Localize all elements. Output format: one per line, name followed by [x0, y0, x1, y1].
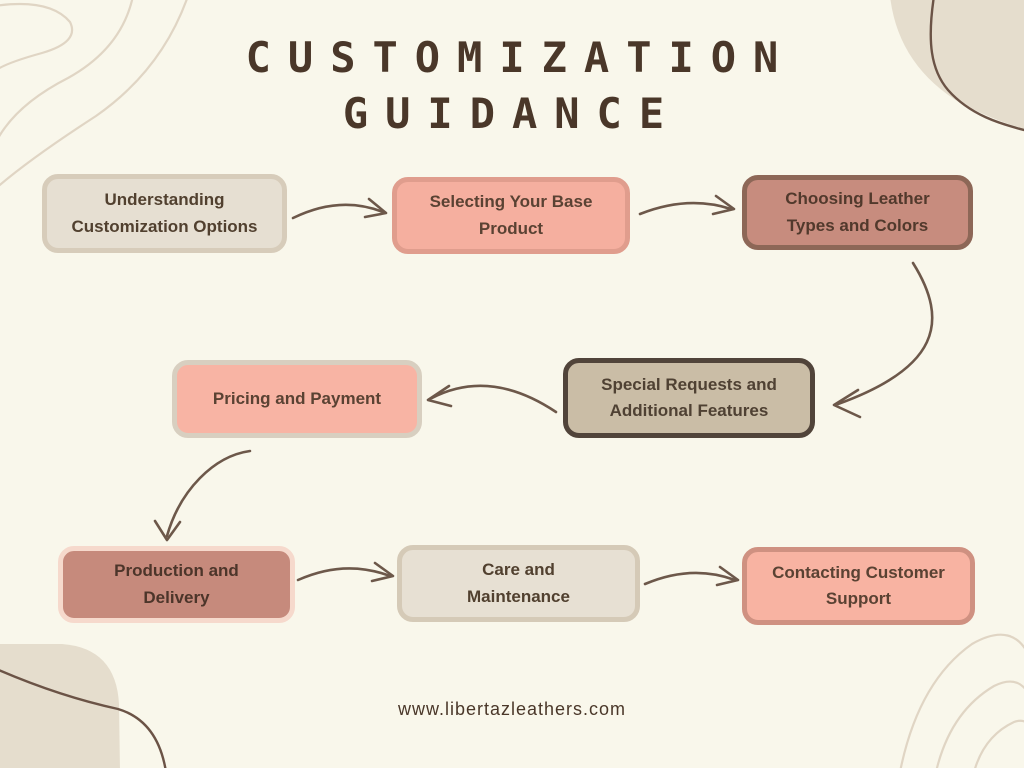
arrow-2-to-3 — [638, 194, 736, 216]
node-label: Contacting Customer Support — [772, 562, 945, 608]
arrow-6-to-7 — [296, 561, 395, 583]
node-label: Pricing and Payment — [212, 388, 382, 408]
node-label: Choosing Leather Types and Colors — [785, 189, 930, 235]
node-label: Selecting Your Base Product — [429, 192, 593, 238]
arrow-5-to-6 — [153, 449, 252, 542]
node-care-and-maintenance: Care and Maintenance — [397, 545, 640, 622]
node-contacting-customer-support: Contacting Customer Support — [742, 547, 975, 625]
node-label: Care and Maintenance — [467, 560, 570, 606]
node-label: Special Requests and Additional Features — [601, 374, 777, 420]
node-label: Understanding Customization Options — [71, 190, 258, 236]
website-url: www.libertazleathers.com — [397, 699, 627, 719]
node-special-requests-and-additional-features: Special Requests and Additional Features — [563, 358, 815, 438]
page-title-line1: CUSTOMIZATION — [245, 33, 796, 82]
arrow-7-to-8 — [643, 565, 740, 587]
node-choosing-leather-types-and-colors: Choosing Leather Types and Colors — [742, 175, 973, 250]
arrow-4-to-5 — [426, 384, 558, 414]
arrow-3-to-4 — [832, 261, 934, 419]
page-title-line2: GUIDANCE — [342, 89, 682, 138]
page-title: CUSTOMIZATION GUIDANCE — [0, 30, 1024, 142]
arrow-1-to-2 — [291, 197, 388, 220]
node-selecting-your-base-product: Selecting Your Base Product — [392, 177, 630, 254]
node-label: Production and Delivery — [114, 561, 239, 607]
node-understanding-customization-options: Understanding Customization Options — [42, 174, 287, 253]
node-pricing-and-payment: Pricing and Payment — [172, 360, 422, 438]
node-production-and-delivery: Production and Delivery — [58, 546, 295, 623]
